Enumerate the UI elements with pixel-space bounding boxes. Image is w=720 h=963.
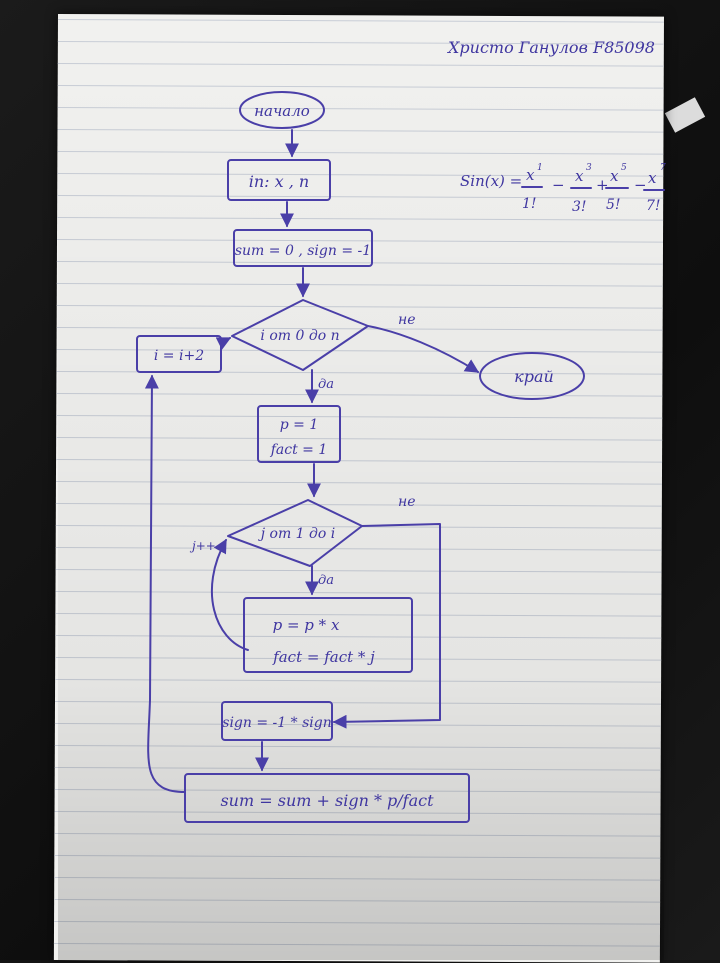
input-label: in: x , n (249, 172, 309, 191)
term-4-denominator: 7! (646, 198, 661, 214)
inner-body-fact-label: fact = fact * j (272, 648, 375, 666)
inner-loop-decision: j от 1 до i (227, 499, 363, 567)
end-oval (479, 352, 585, 400)
arrow-step-to-outer-loop (215, 337, 232, 350)
inner-init-box (257, 405, 341, 463)
inner-step-label: j++ (189, 539, 216, 553)
term-4-numerator: x (648, 169, 657, 187)
term-2-numerator: x (575, 167, 584, 185)
term-3-denominator: 5! (606, 197, 621, 213)
taylor-formula: Sin(x) = x 1 1! − x 3 3! + x 5 5! − x 7 … (460, 163, 666, 215)
term-4-sign: − (634, 176, 647, 194)
outer-loop-diamond (231, 299, 369, 371)
outer-loop-decision: i от 0 до n (231, 299, 369, 371)
term-4-exponent: 7 (660, 163, 666, 173)
end-node: край (479, 352, 585, 400)
arrow-inner-no-to-sign (332, 523, 441, 729)
outer-step-box (136, 335, 222, 373)
inner-init-node: p = 1 fact = 1 (257, 405, 341, 463)
inner-loop-label: j от 1 до i (258, 526, 336, 542)
inner-body-p-label: p = p * x (273, 616, 340, 634)
input-box (227, 159, 331, 201)
end-label: край (514, 367, 554, 386)
outer-step-node: i = i+2 (136, 335, 222, 373)
start-label: начало (254, 102, 310, 120)
sum-update-box (184, 773, 470, 823)
input-node: in: x , n (227, 159, 331, 201)
init-node: sum = 0 , sign = -1 (233, 229, 373, 267)
arrow-body-back-to-inner-loop (211, 538, 249, 651)
inner-init-fact-label: fact = 1 (270, 442, 328, 458)
arrow-sum-back-to-outer-step (144, 374, 186, 793)
inner-no-label: не (398, 494, 416, 510)
term-2-denominator: 3! (572, 199, 587, 215)
inner-yes-label: да (318, 573, 334, 588)
outer-step-label: i = i+2 (154, 348, 204, 364)
outer-no-label: не (398, 312, 416, 328)
formula-lhs: Sin(x) = (460, 172, 522, 190)
inner-init-p-label: p = 1 (280, 417, 319, 433)
term-1-numerator: x (526, 166, 535, 184)
arrow-outer-no-to-end (367, 325, 480, 373)
sign-update-label: sign = -1 * sign (222, 715, 331, 731)
inner-body-box (243, 597, 413, 673)
inner-body-node: p = p * x fact = fact * j (243, 597, 413, 673)
term-3-sign: + (596, 176, 609, 194)
term-1-denominator: 1! (522, 196, 537, 212)
sign-update-box (221, 701, 333, 741)
inner-loop-diamond (227, 499, 363, 567)
init-box (233, 229, 373, 267)
sum-update-node: sum = sum + sign * p/fact (184, 773, 470, 823)
term-2-sign: − (552, 176, 565, 194)
term-3-exponent: 5 (621, 163, 627, 173)
sum-update-label: sum = sum + sign * p/fact (220, 791, 434, 810)
start-oval (239, 91, 325, 129)
term-2-exponent: 3 (586, 163, 592, 173)
term-3-numerator: x (610, 167, 619, 185)
start-node: начало (239, 91, 325, 129)
init-label: sum = 0 , sign = -1 (235, 243, 371, 259)
outer-loop-label: i от 0 до n (260, 328, 339, 344)
outer-yes-label: да (318, 377, 334, 392)
term-1-exponent: 1 (537, 163, 543, 173)
sign-update-node: sign = -1 * sign (221, 701, 333, 741)
author-signature: Христо Ганулов F85098 (446, 38, 655, 57)
